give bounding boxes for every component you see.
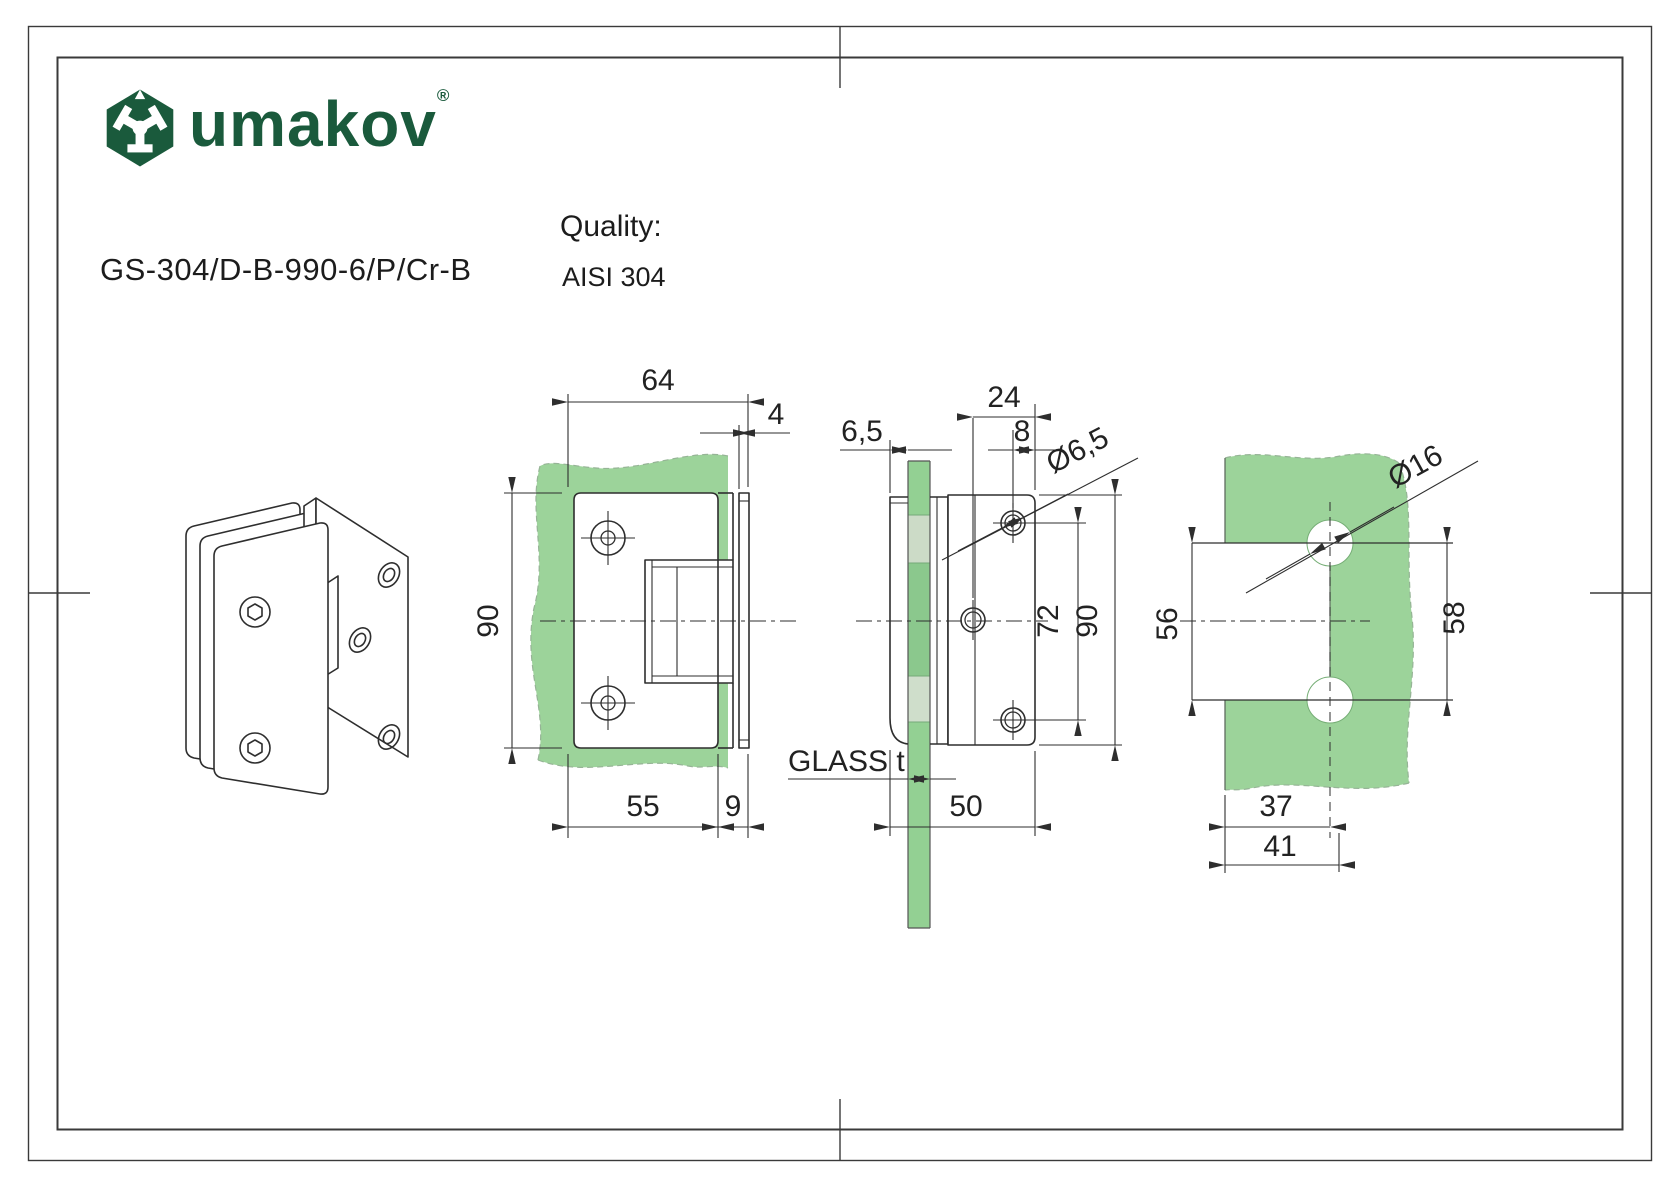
brand-name: umakov® xyxy=(189,86,451,160)
quality-value: AISI 304 xyxy=(562,262,666,292)
side-view: 6,5 24 8 Ø6,5 72 90 xyxy=(788,381,1139,929)
dim-front-height: 90 xyxy=(472,604,505,637)
hinge-knuckle xyxy=(644,559,734,684)
wall-plate-holes xyxy=(348,562,401,750)
dim-side-screw-hole-dia: Ø6,5 xyxy=(1041,421,1114,480)
dim-side-hole-spacing: 72 xyxy=(1032,604,1065,637)
part-number: GS-304/D-B-990-6/P/Cr-B xyxy=(100,252,472,287)
brand-logo: umakov® xyxy=(103,86,451,168)
quality-label: Quality: xyxy=(560,210,662,243)
dim-side-depth: 50 xyxy=(949,790,982,823)
front-view: 64 4 90 55 9 xyxy=(472,364,800,838)
umakov-hexagon-icon xyxy=(106,89,174,167)
dim-side-cover-thickness: 6,5 xyxy=(841,415,883,448)
glass-edge-strip xyxy=(907,460,931,929)
glass-cutout-view: 56 58 Ø16 37 41 xyxy=(1151,439,1479,873)
dim-glass-notch-depth: 37 xyxy=(1259,790,1292,823)
dim-glass-hole-spacing: 58 xyxy=(1438,601,1471,634)
body-plate-side xyxy=(947,494,1036,746)
dim-side-hole-to-edge: 8 xyxy=(1014,415,1031,448)
registered-mark: ® xyxy=(436,86,451,105)
front-view-dimensions: 64 4 90 55 9 xyxy=(472,364,790,838)
dim-glass-cutout-width: 41 xyxy=(1263,830,1296,863)
dim-front-offset: 9 xyxy=(725,790,742,823)
isometric-view xyxy=(185,497,409,795)
dim-glass-notch-height: 56 xyxy=(1151,607,1184,640)
dim-side-pivot-to-edge: 24 xyxy=(987,381,1020,414)
dim-front-wall-thickness: 4 xyxy=(768,398,785,431)
front-screw-holes xyxy=(581,511,635,730)
clamp-screws xyxy=(239,596,271,764)
drawing-frame xyxy=(27,25,1653,1162)
dim-front-total-width: 64 xyxy=(641,364,674,397)
dim-side-height: 90 xyxy=(1071,604,1104,637)
dim-glass-thickness-label: GLASS t xyxy=(788,745,905,778)
cover-plate xyxy=(889,496,909,745)
dim-front-clamp-width: 55 xyxy=(626,790,659,823)
